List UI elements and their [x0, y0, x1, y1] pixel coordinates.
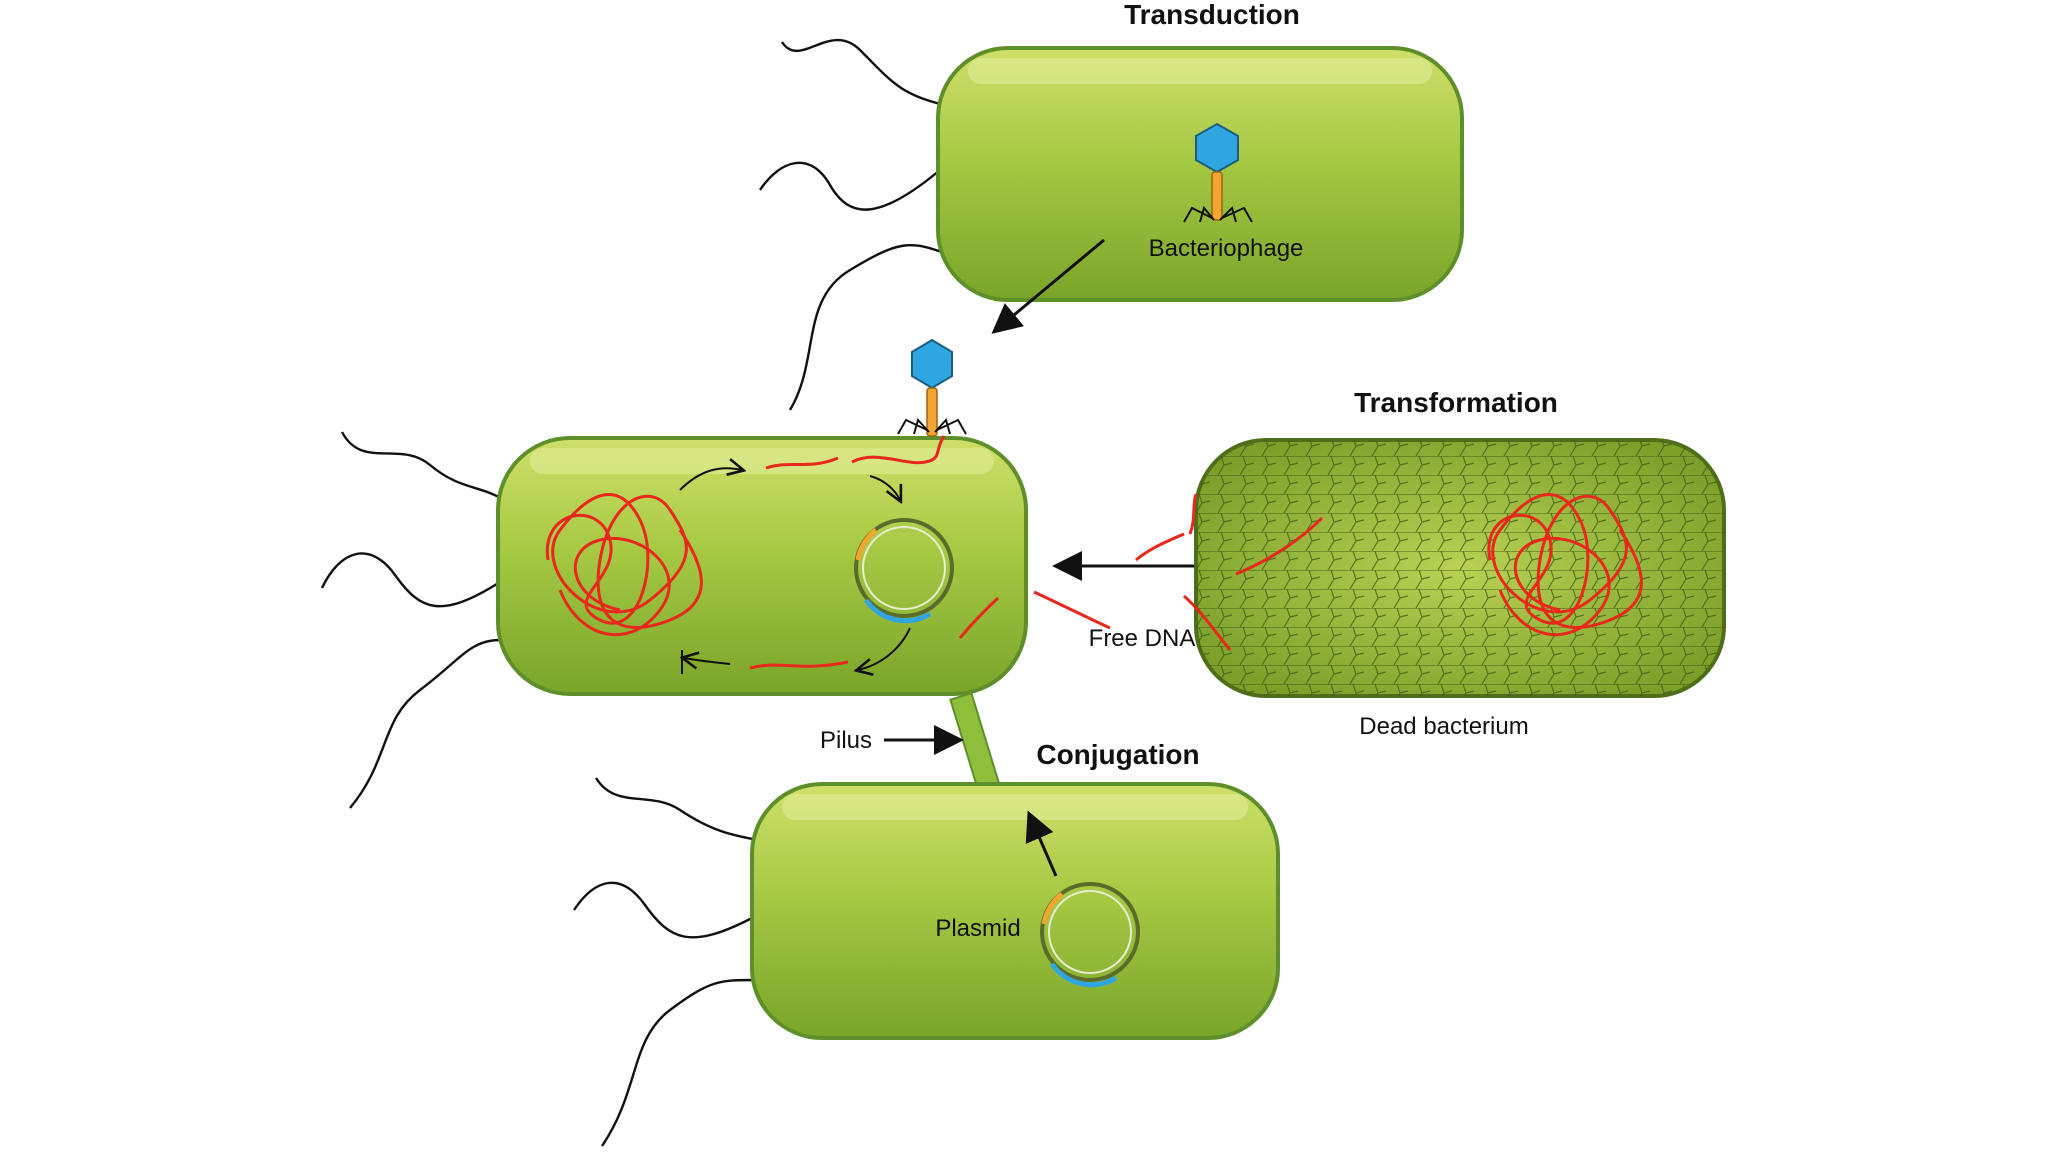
recipient-bacterium [320, 431, 1028, 809]
chromosome-icon [545, 493, 703, 637]
integration-cycle-arrows [680, 468, 911, 674]
dead-bacterium: Dead bacterium [1183, 438, 1726, 740]
plasmid-label: Plasmid [935, 915, 1020, 942]
dna-fragments [749, 435, 1000, 670]
free-dna-fragments [1033, 532, 1185, 630]
free-dna-label: Free DNA [1089, 625, 1196, 652]
flagella [320, 431, 505, 809]
plasmid-icon [854, 518, 954, 624]
transformation-title: Transformation [1354, 387, 1558, 418]
dead-bacterium-label: Dead bacterium [1359, 713, 1528, 740]
donor-bacterium: Plasmid [573, 777, 1280, 1147]
flagella [573, 777, 759, 1147]
conjugation-arrow [1025, 810, 1058, 877]
flagella [759, 38, 951, 411]
dead-cell-dna-fragments [1183, 493, 1324, 651]
transduction-arrow [991, 238, 1105, 334]
transduction-title: Transduction [1124, 0, 1300, 30]
dead-cell-chromosome-icon [1487, 493, 1643, 637]
donor-plasmid-icon [1040, 882, 1140, 988]
transduction-bacterium: Bacteriophage [759, 38, 1464, 411]
bacteriophage-label: Bacteriophage [1149, 235, 1304, 262]
pilus-label: Pilus [820, 727, 872, 754]
attached-bacteriophage-icon [897, 338, 967, 437]
conjugation-title: Conjugation [1036, 739, 1199, 770]
bacteriophage-icon [1183, 122, 1253, 223]
